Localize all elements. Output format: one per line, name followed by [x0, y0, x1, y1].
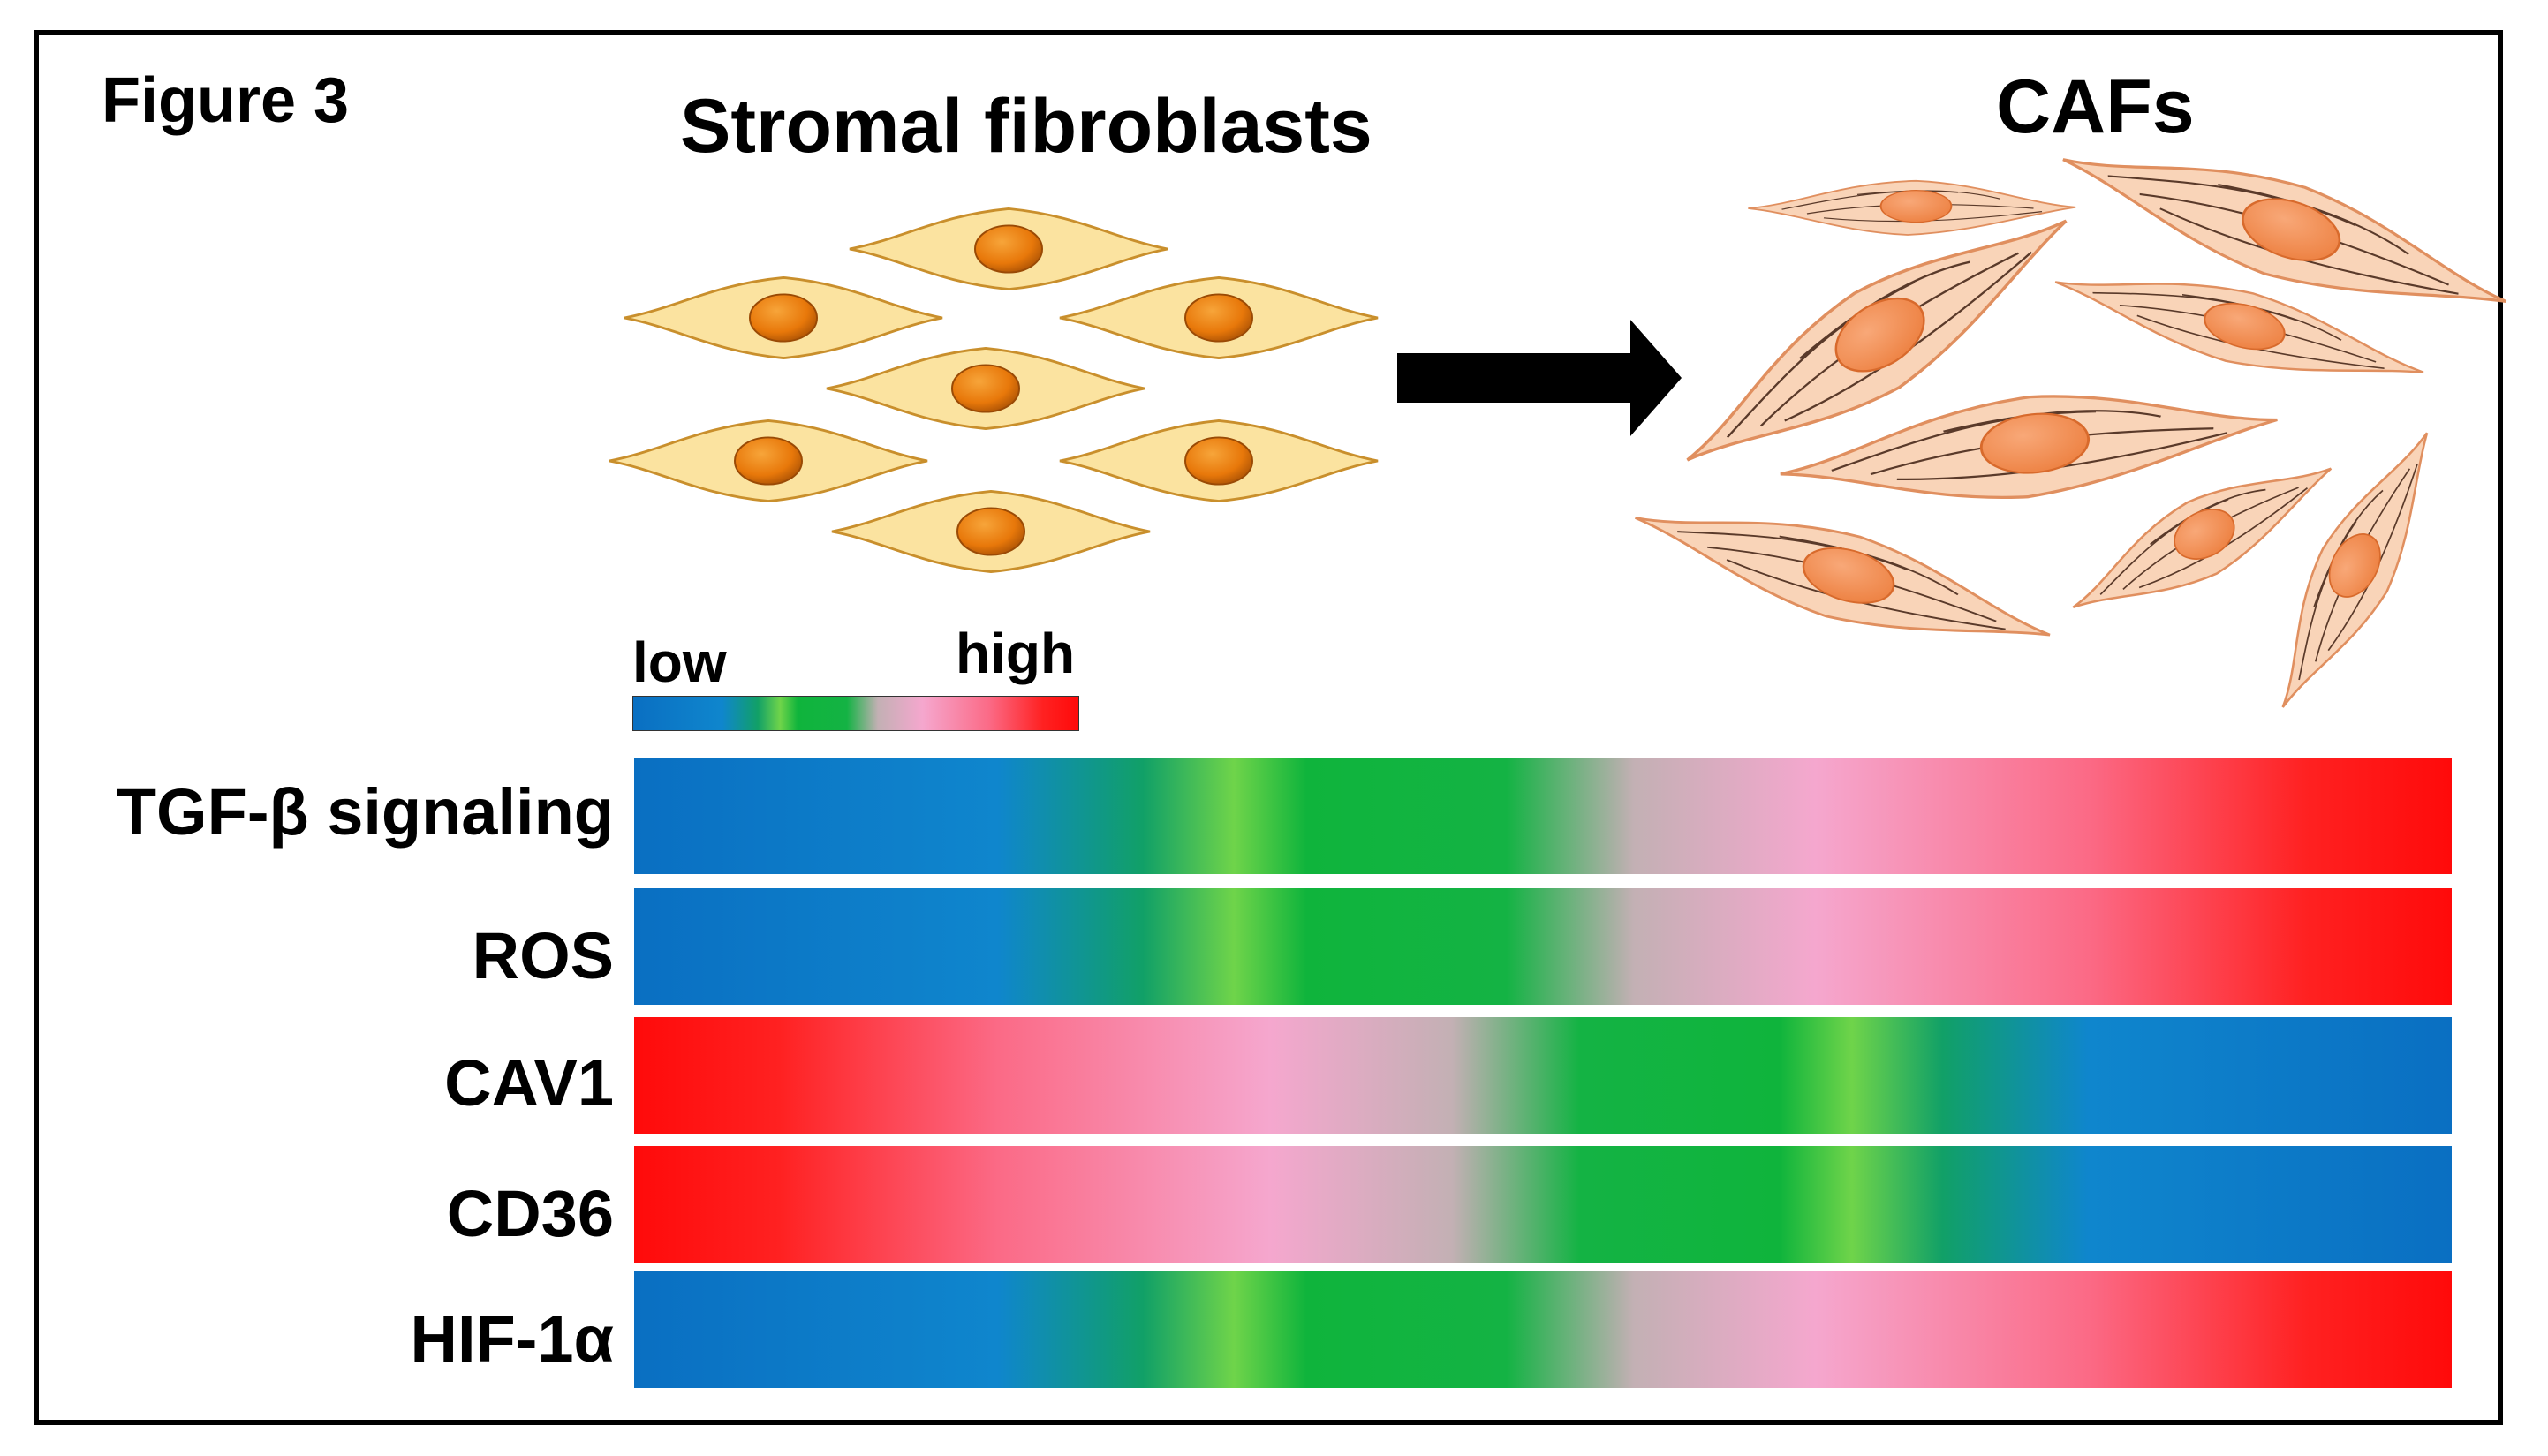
- gradient-band-cd36: [634, 1146, 2452, 1263]
- right-arrow-icon: [1397, 320, 1682, 436]
- fibroblast-cell-icon: [848, 207, 1169, 291]
- fibroblast-cell-icon: [825, 346, 1146, 431]
- gradient-band-tgf-beta: [634, 758, 2452, 874]
- fibroblast-cell-icon: [1058, 419, 1380, 503]
- scale-low-label: low: [632, 630, 727, 694]
- gradient-band-cav1: [634, 1017, 2452, 1134]
- figure-label: Figure 3: [102, 65, 350, 136]
- caf-cell-icon: [2247, 413, 2463, 727]
- caf-cell-icon: [1622, 474, 2063, 679]
- gradient-band-hif-1a: [634, 1271, 2452, 1388]
- gradient-band-ros: [634, 888, 2452, 1005]
- cafs-title: CAFs: [1996, 64, 2195, 149]
- row-label-ros: ROS: [472, 919, 614, 992]
- stromal-fibroblasts-title: Stromal fibroblasts: [680, 84, 1372, 169]
- fibroblast-cell-icon: [830, 489, 1152, 574]
- figure-frame: [34, 30, 2503, 1425]
- row-label-cav1: CAV1: [444, 1046, 614, 1120]
- fibroblast-cell-icon: [1058, 275, 1380, 360]
- fibroblast-cell-icon: [608, 419, 929, 503]
- caf-cell-icon: [1747, 179, 2077, 237]
- row-label-cd36: CD36: [446, 1177, 614, 1250]
- color-scale-bar: [632, 696, 1079, 731]
- scale-high-label: high: [956, 622, 1076, 685]
- row-label-hif-1a: HIF-1α: [410, 1302, 615, 1376]
- row-label-tgf-beta: TGF-β signaling: [116, 775, 614, 849]
- fibroblast-cell-icon: [623, 275, 944, 360]
